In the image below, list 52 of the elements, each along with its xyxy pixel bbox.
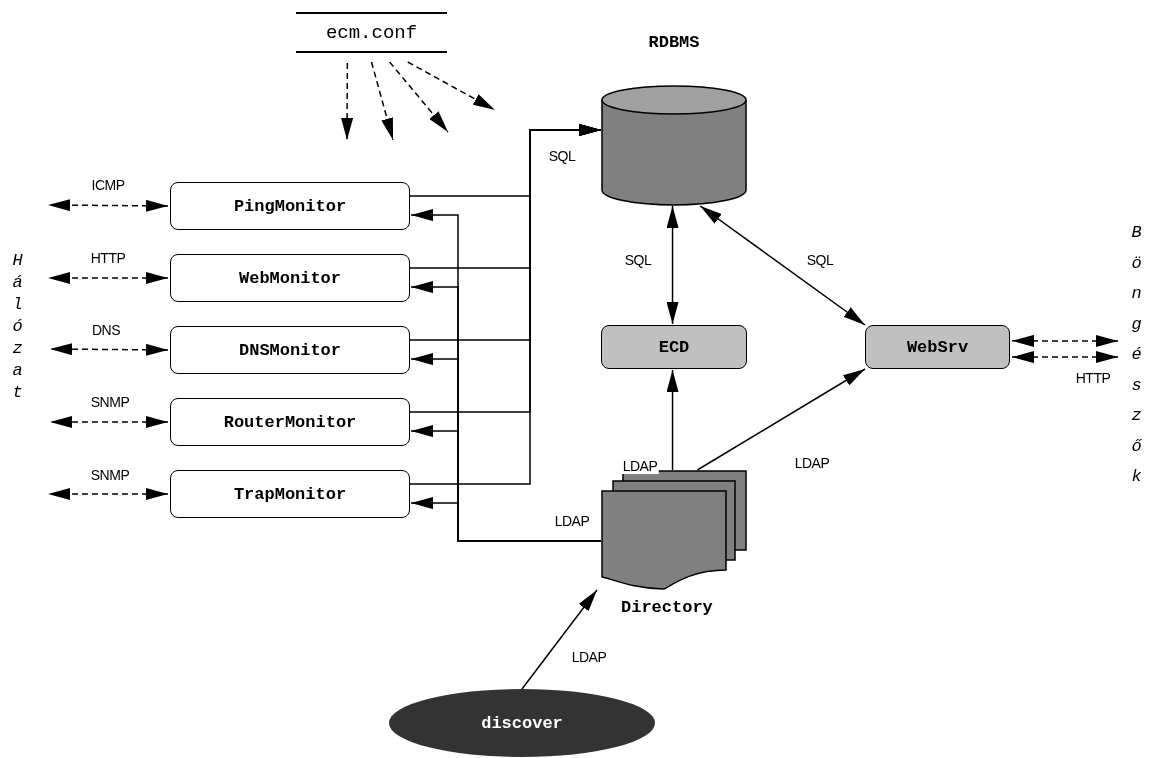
arrow: [341, 62, 354, 141]
arrow: [388, 61, 449, 133]
arrow: [47, 272, 169, 284]
edge-label: LDAP: [793, 455, 831, 471]
arrow: [666, 205, 679, 325]
arrow: [49, 343, 169, 356]
arrow: [407, 61, 496, 111]
edge-label: DNS: [90, 322, 122, 338]
process-box: [601, 325, 747, 369]
process-box: [170, 182, 410, 230]
node-label: DNSMonitor: [239, 340, 341, 360]
node-title: Directory: [621, 598, 713, 617]
arrow: [1011, 351, 1119, 364]
node-label: discover: [481, 713, 563, 733]
node-label: TrapMonitor: [233, 484, 347, 504]
edge-label: HTTP: [89, 250, 127, 266]
arrow: [409, 124, 602, 485]
node-title: RDBMS: [647, 33, 701, 52]
arrow: [49, 416, 169, 428]
process-box: [170, 470, 410, 518]
edge-label: SQL: [623, 252, 653, 268]
arrow: [696, 368, 866, 471]
edge-label: LDAP: [553, 513, 591, 529]
process-box: [170, 398, 410, 446]
arrow: [666, 369, 679, 471]
arrow: [370, 61, 394, 141]
node-label: PingMonitor: [233, 196, 347, 216]
edge-label: SNMP: [89, 467, 131, 483]
edge-label: HTTP: [1074, 370, 1112, 386]
arrow: [1011, 334, 1119, 347]
arrow: [699, 205, 866, 326]
file-name: ecm.conf: [325, 21, 418, 44]
process-box: [170, 326, 410, 374]
node-label: WebSrv: [906, 337, 969, 357]
arrow: [47, 199, 169, 212]
node-label: ECD: [658, 337, 690, 357]
node-label: RouterMonitor: [223, 412, 357, 432]
edge-label: ICMP: [90, 177, 126, 193]
arrow: [47, 488, 169, 500]
process-box: [170, 254, 410, 302]
process-box: [865, 325, 1010, 369]
node-label: WebMonitor: [239, 268, 341, 288]
arrow: [410, 497, 602, 542]
edge-label: SQL: [805, 252, 835, 268]
arrow: [521, 589, 598, 690]
side-label: Böngészők: [1130, 222, 1143, 488]
edge-label: LDAP: [621, 458, 659, 474]
side-label: Hálózat: [11, 250, 24, 404]
edge-label: SNMP: [89, 394, 131, 410]
file-label: [296, 12, 447, 53]
edge-label: LDAP: [570, 649, 608, 665]
edge-label: SQL: [547, 148, 577, 164]
